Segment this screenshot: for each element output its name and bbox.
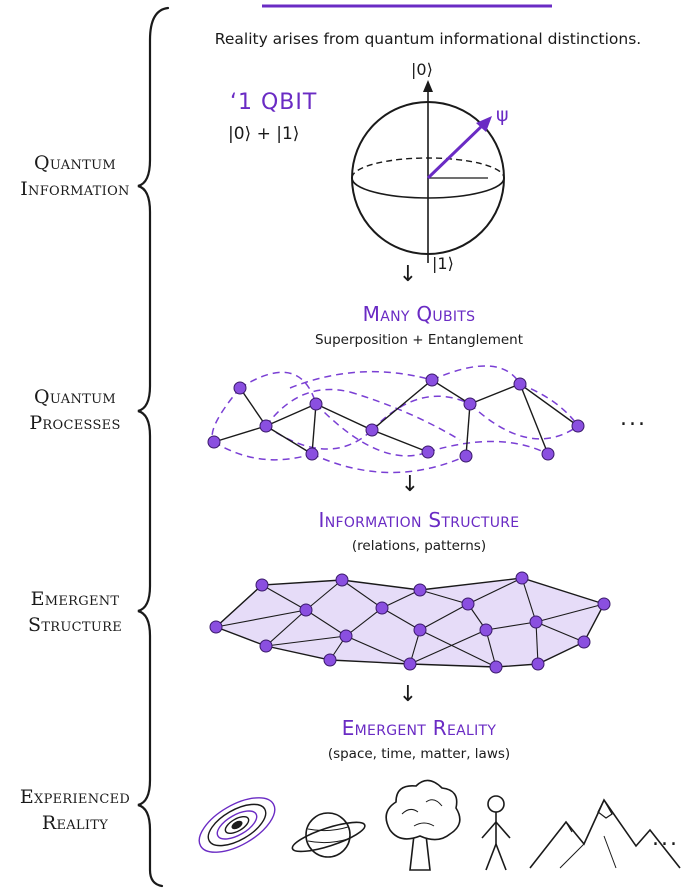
qubit-network	[207, 365, 585, 474]
level-label-line2: Structure	[28, 614, 122, 636]
qubit-top-label: |0⟩	[411, 60, 433, 79]
qubit-title: ‘1 QBIT	[230, 90, 318, 115]
network-ellipsis: ...	[620, 406, 647, 431]
level-label-line1: Experienced	[19, 786, 131, 808]
tree-icon	[385, 779, 461, 871]
level-label-line2: Processes	[29, 412, 121, 434]
mountains-icon	[529, 798, 681, 869]
down-arrow-icon: ↓	[398, 682, 418, 707]
left-brace	[137, 6, 170, 888]
planet-icon	[291, 812, 366, 858]
level-experienced-reality: Experienced Reality	[0, 784, 150, 836]
qubit-bottom-label: |1⟩	[432, 254, 454, 273]
person-icon	[481, 795, 511, 871]
emergent-reality-subtitle: (space, time, matter, laws)	[327, 746, 511, 762]
icons-ellipsis: ...	[652, 826, 679, 851]
emergent-mesh	[209, 571, 611, 674]
down-arrow-icon: ↓	[398, 262, 418, 287]
emergent-reality-title: Emergent Reality	[341, 716, 497, 740]
level-quantum-information: Quantum Information	[0, 150, 150, 202]
down-arrow-icon: ↓	[400, 472, 420, 497]
level-label-line2: Information	[20, 178, 130, 200]
qubit-state: |0⟩ + |1⟩	[228, 124, 300, 144]
many-qubits-subtitle: Superposition + Entanglement	[314, 332, 524, 348]
galaxy-icon	[198, 797, 276, 853]
information-structure-subtitle: (relations, patterns)	[351, 538, 487, 554]
level-label-line1: Emergent	[30, 588, 120, 610]
bloch-sphere	[351, 80, 505, 263]
level-label-line1: Quantum	[34, 386, 116, 408]
many-qubits-title: Many Qubits	[362, 302, 476, 326]
level-emergent-structure: Emergent Structure	[0, 586, 150, 638]
intro-text: Reality arises from quantum informationa…	[214, 30, 642, 48]
level-label-line2: Reality	[41, 812, 109, 834]
level-label-line1: Quantum	[34, 152, 116, 174]
qubit-psi-label: ψ	[496, 104, 509, 126]
information-structure-title: Information Structure	[318, 508, 520, 532]
level-quantum-processes: Quantum Processes	[0, 384, 150, 436]
